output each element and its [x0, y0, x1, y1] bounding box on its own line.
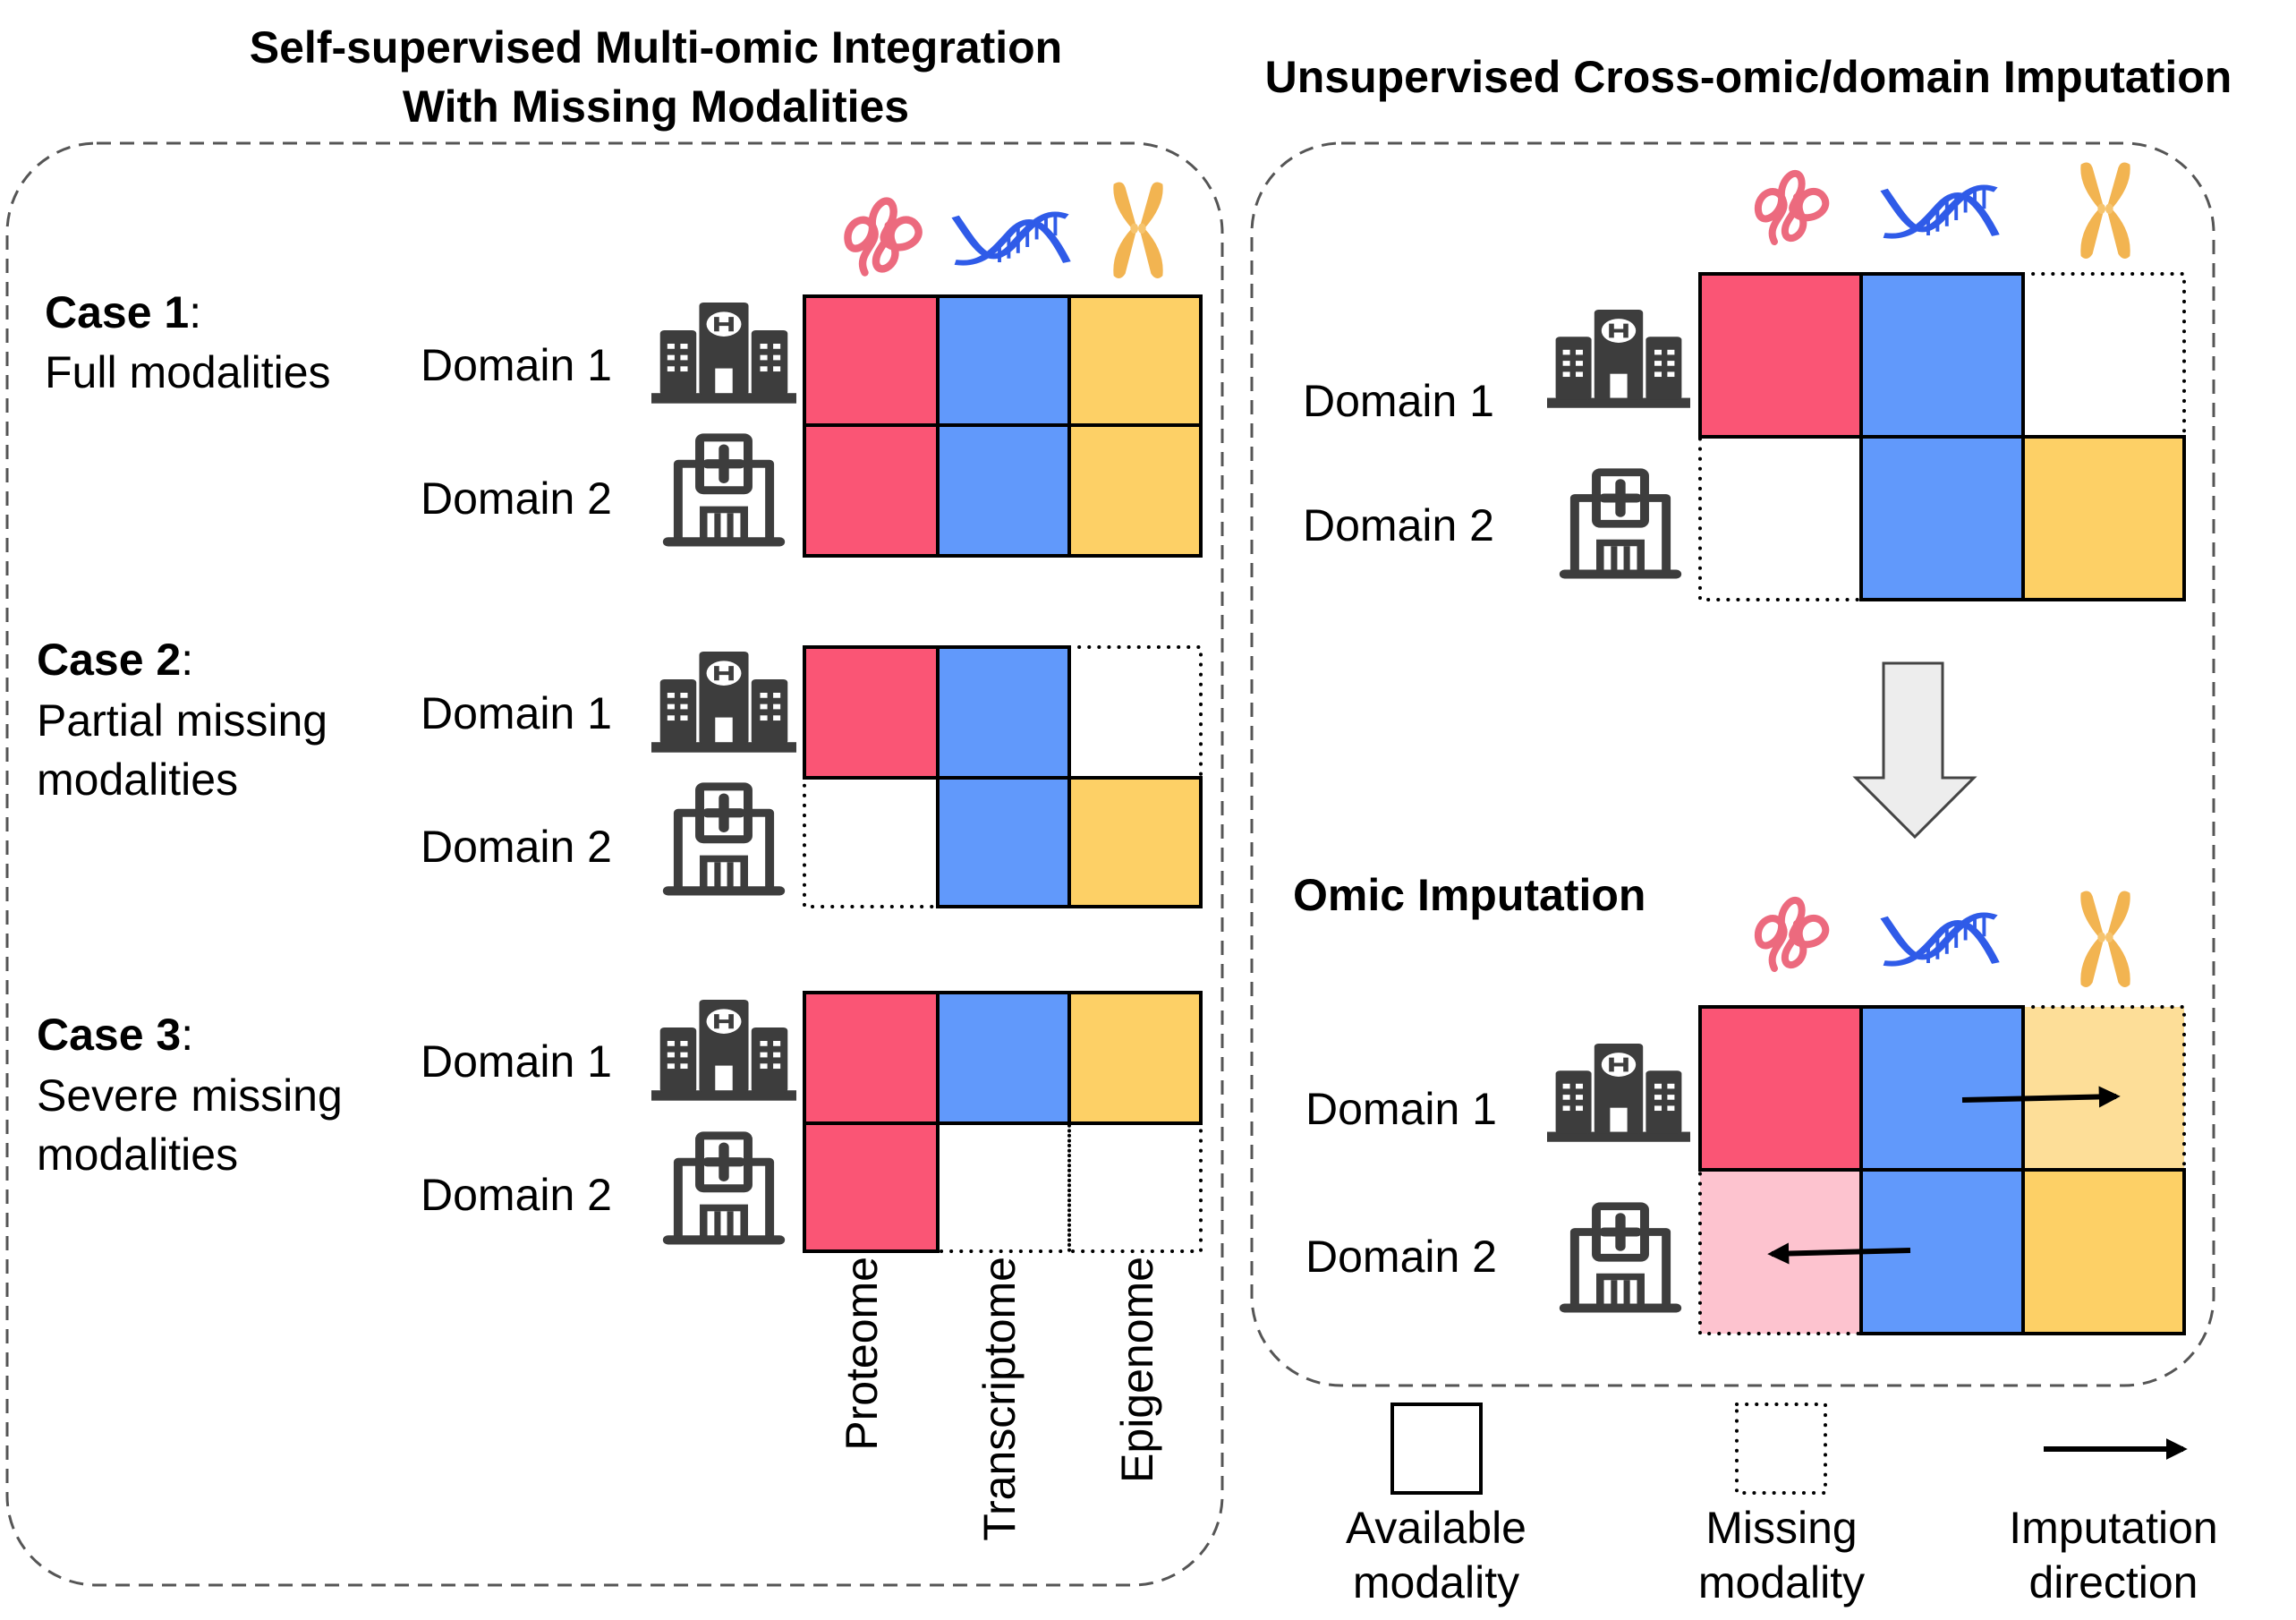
clinic-icon [663, 438, 785, 547]
right-title: Unsupervised Cross-omic/domain Imputatio… [1265, 52, 2232, 102]
cell-proteome-available [1698, 272, 1863, 439]
cell-epigenome-missing [1067, 645, 1203, 780]
column-label-transcriptome: Transcriptome [974, 1257, 1025, 1541]
svg-text:Case 3:: Case 3: [37, 1010, 193, 1060]
protein-icon [1758, 174, 1825, 242]
column-label-epigenome: Epigenome [1112, 1257, 1162, 1483]
hospital-icon [651, 652, 796, 753]
cell-epigenome-available [1067, 776, 1203, 908]
cell-transcriptome-available [1859, 1005, 2025, 1172]
cell-transcriptome-available [936, 776, 1071, 908]
dna-icon [956, 214, 1067, 262]
case-2-label: Case 2: Partial missing modalities [37, 635, 327, 805]
case-3-grid [803, 991, 1203, 1253]
cell-epigenome-available [2021, 435, 2186, 601]
domain-label: Domain 1 [1303, 376, 1494, 426]
hospital-icon [651, 1000, 796, 1101]
case-3-label: Case 3: Severe missing modalities [37, 1010, 343, 1180]
chromosome-icon [2080, 162, 2130, 260]
left-title-line1: Self-supervised Multi-omic Integration [250, 22, 1062, 72]
cell-epigenome-missing [2021, 272, 2186, 439]
cell-transcriptome-available [936, 645, 1071, 780]
cell-proteome-missing [803, 776, 940, 908]
cell-epigenome-available [1067, 294, 1203, 427]
clinic-icon [1560, 1206, 1681, 1313]
cell-transcriptome-available [1859, 435, 2025, 601]
cell-proteome-missing [1698, 435, 1863, 601]
cell-transcriptome-missing [936, 1121, 1071, 1253]
cell-epigenome-missing [1067, 1121, 1203, 1253]
cell-transcriptome-available [936, 294, 1071, 427]
clinic-icon [663, 1136, 785, 1245]
cell-proteome-available [803, 423, 940, 558]
clinic-icon [1560, 473, 1681, 579]
cell-epigenome-available [1067, 991, 1203, 1125]
left-panel-border [5, 141, 1224, 1587]
domain-label: Domain 2 [1305, 1232, 1497, 1282]
hospital-icon [651, 303, 796, 404]
left-title-line2: With Missing Modalities [403, 81, 909, 132]
omic-imputation-label: Omic Imputation [1293, 870, 1645, 920]
legend-imputation-label: Imputation [2009, 1503, 2217, 1553]
svg-text:Full modalities: Full modalities [45, 347, 331, 397]
imputation-arrow-left [1767, 1242, 1911, 1265]
domain-label: Domain 2 [1303, 500, 1494, 550]
chromosome-icon [2080, 891, 2130, 988]
cell-epigenome-available [2021, 1168, 2186, 1335]
legend-missing-label: modality [1698, 1557, 1865, 1607]
imputation-arrow-right [1961, 1086, 2121, 1108]
protein-icon [847, 201, 918, 273]
legend-available-label: modality [1353, 1557, 1519, 1607]
cell-transcriptome-available [1859, 272, 2025, 439]
clinic-icon [663, 787, 785, 896]
dna-icon [1884, 187, 1996, 235]
legend-available-label: Available [1346, 1503, 1526, 1553]
cell-transcriptome-available [936, 423, 1071, 558]
arrow-down-icon [1852, 661, 1977, 840]
cell-transcriptome-available [936, 991, 1071, 1125]
cell-epigenome-available [1067, 423, 1203, 558]
svg-text:modalities: modalities [37, 1130, 238, 1180]
right-panel-border [1250, 141, 2215, 1387]
svg-text:Case 1:: Case 1: [45, 287, 201, 337]
cell-proteome-available [803, 645, 940, 780]
domain-label: Domain 2 [421, 822, 612, 872]
svg-text:Severe missing: Severe missing [37, 1070, 343, 1121]
case-1-label: Case 1: Full modalities [45, 287, 331, 397]
legend-imputation-label: direction [2029, 1557, 2198, 1607]
column-label-proteome: Proteome [837, 1257, 887, 1451]
output-grid [1698, 1005, 2186, 1335]
domain-label: Domain 1 [421, 1036, 612, 1087]
svg-text:modalities: modalities [37, 755, 238, 805]
legend-missing-label: Missing [1705, 1503, 1857, 1553]
dna-icon [1884, 915, 1996, 963]
domain-label: Domain 2 [421, 473, 612, 524]
cell-proteome-available [803, 1121, 940, 1253]
protein-icon [1758, 900, 1825, 968]
case-2-grid [803, 645, 1203, 908]
cell-proteome-available [1698, 1005, 1863, 1172]
hospital-icon [1547, 310, 1690, 408]
domain-label: Domain 2 [421, 1170, 612, 1220]
domain-label: Domain 1 [421, 688, 612, 738]
cell-proteome-available [803, 991, 940, 1125]
svg-text:Partial missing: Partial missing [37, 695, 327, 746]
legend-missing-swatch [1735, 1403, 1827, 1495]
chromosome-icon [1113, 182, 1163, 279]
legend-available-swatch [1390, 1403, 1483, 1495]
domain-label: Domain 1 [1305, 1084, 1497, 1134]
input-grid [1698, 272, 2186, 601]
hospital-icon [1547, 1044, 1690, 1142]
svg-text:Case 2:: Case 2: [37, 635, 193, 685]
cell-epigenome-imputed [2021, 1005, 2186, 1172]
case-1-grid [803, 294, 1203, 558]
domain-label: Domain 1 [421, 340, 612, 390]
cell-proteome-available [803, 294, 940, 427]
